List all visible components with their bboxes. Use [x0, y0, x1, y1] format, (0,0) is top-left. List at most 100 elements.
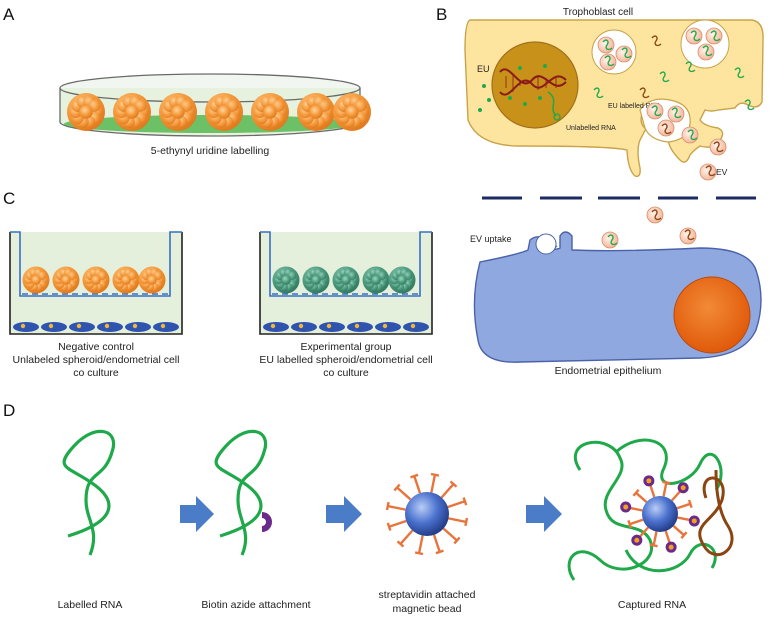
- exp-group-desc: EU labelled spheroid/endometrial cell: [259, 354, 432, 366]
- rna-squiggle: [607, 234, 618, 246]
- endometrial-cell: [347, 322, 373, 332]
- step1-label: Labelled RNA: [58, 599, 123, 611]
- rna-squiggle: [713, 141, 724, 153]
- endometrial-monolayer: [13, 322, 429, 332]
- rna-squiggle: [710, 30, 721, 42]
- endometrial-cell: [291, 322, 317, 332]
- rna-squiggle: [671, 107, 682, 119]
- biotin-core: [634, 537, 640, 543]
- rna-squiggle: [661, 123, 672, 135]
- panel-c-letter: C: [3, 189, 15, 208]
- magnetic-bead: [642, 496, 678, 532]
- step4-label: Captured RNA: [618, 599, 686, 611]
- ev-vesicle: [685, 27, 703, 45]
- endometrial-cell: [97, 322, 123, 332]
- biotin-core: [668, 544, 674, 550]
- rna-squiggle: [734, 67, 745, 79]
- endometrial-cell: [403, 322, 429, 332]
- rna-squiggle: [639, 87, 650, 99]
- endometrial-cell: [69, 322, 95, 332]
- rna-squiggle: [702, 45, 713, 57]
- streptavidin-head: [449, 480, 458, 488]
- unlabelled-rna-label: Unlabelled RNA: [566, 125, 616, 132]
- spheroid-unlabeled: [112, 266, 140, 294]
- step2-label: Biotin azide attachment: [201, 599, 310, 611]
- step3-label-line1: streptavidin attached: [379, 589, 476, 601]
- cell-nucleus: [160, 323, 166, 329]
- rna-squiggle: [690, 30, 701, 42]
- linker: [388, 519, 407, 528]
- endometrial-title: Endometrial epithelium: [555, 365, 662, 377]
- spheroid-eu-labelled: [388, 266, 416, 294]
- rna-squiggle: [685, 61, 696, 73]
- rna-squiggle: [705, 165, 716, 177]
- spheroids-dish: [67, 93, 371, 131]
- cell-nucleus: [104, 323, 110, 329]
- ev-vesicle: [705, 27, 723, 45]
- cell-nucleus: [354, 323, 360, 329]
- spheroid-unlabeled: [138, 266, 166, 294]
- panel-a-letter: A: [3, 5, 15, 24]
- cell-nucleus: [20, 323, 26, 329]
- biotin-core: [680, 485, 686, 491]
- streptavidin-head: [662, 480, 671, 485]
- rna-squiggle: [602, 39, 613, 51]
- cell-nucleus: [382, 323, 388, 329]
- linker: [672, 525, 685, 537]
- spheroid-unlabeled: [22, 266, 50, 294]
- streptavidin-head: [414, 551, 424, 556]
- spheroid-unlabeled: [52, 266, 80, 294]
- spheroid-eu-labelled: [272, 266, 300, 294]
- eu-labelled-rna-label: EU labelled RNA: [608, 103, 661, 110]
- cell-nucleus: [410, 323, 416, 329]
- endometrial-cell: [125, 322, 151, 332]
- cell-nucleus: [298, 323, 304, 329]
- linker: [447, 500, 466, 509]
- rna-squiggle: [651, 35, 662, 47]
- panel-b-letter: B: [436, 5, 447, 24]
- spheroid-eu-labelled: [302, 266, 330, 294]
- captured-rna-bead: [567, 438, 734, 581]
- endometrial-cell: [13, 322, 39, 332]
- cell-nucleus: [76, 323, 82, 329]
- linker: [432, 534, 441, 553]
- cell-nucleus: [270, 323, 276, 329]
- linker: [413, 475, 422, 494]
- ev-vesicle: [681, 126, 699, 144]
- linker: [440, 483, 455, 499]
- rna-squiggle: [651, 209, 662, 221]
- spheroid: [67, 93, 105, 131]
- cell-nucleus: [48, 323, 54, 329]
- rna-squiggle: [621, 47, 632, 59]
- linker: [430, 474, 437, 493]
- exp-group-desc2: co culture: [323, 367, 369, 379]
- spheroids-transwell: [22, 266, 416, 294]
- neg-control-desc2: co culture: [73, 367, 119, 379]
- exp-group-title: Experimental group: [300, 341, 391, 353]
- neg-control-desc: Unlabeled spheroid/endometrial cell: [13, 354, 180, 366]
- cell-nucleus: [326, 323, 332, 329]
- rna-squiggle: [684, 229, 695, 241]
- streptavidin-head: [386, 522, 392, 531]
- biotin-core: [623, 504, 629, 510]
- rna-squiggle: [659, 71, 670, 83]
- labelled-rna-strand: [62, 429, 116, 556]
- streptavidin-head: [687, 499, 693, 508]
- endometrial-cell: [473, 231, 762, 363]
- streptavidin-head: [680, 531, 688, 539]
- cell-nucleus: [132, 323, 138, 329]
- linker: [662, 482, 668, 497]
- process-arrows: [180, 496, 562, 532]
- rna-squiggle: [687, 129, 698, 141]
- endometrial-cell: [375, 322, 401, 332]
- trophoblast-nucleus: [491, 41, 579, 129]
- streptavidin-head: [385, 501, 390, 511]
- rna-squiggle: [744, 99, 755, 111]
- endometrial-cell: [153, 322, 179, 332]
- panel-a-caption: 5-ethynyl uridine labelling: [151, 145, 270, 157]
- linker: [635, 491, 648, 503]
- endometrial-cell: [319, 322, 345, 332]
- biotin-core: [691, 518, 697, 524]
- streptavidin-head: [649, 543, 658, 548]
